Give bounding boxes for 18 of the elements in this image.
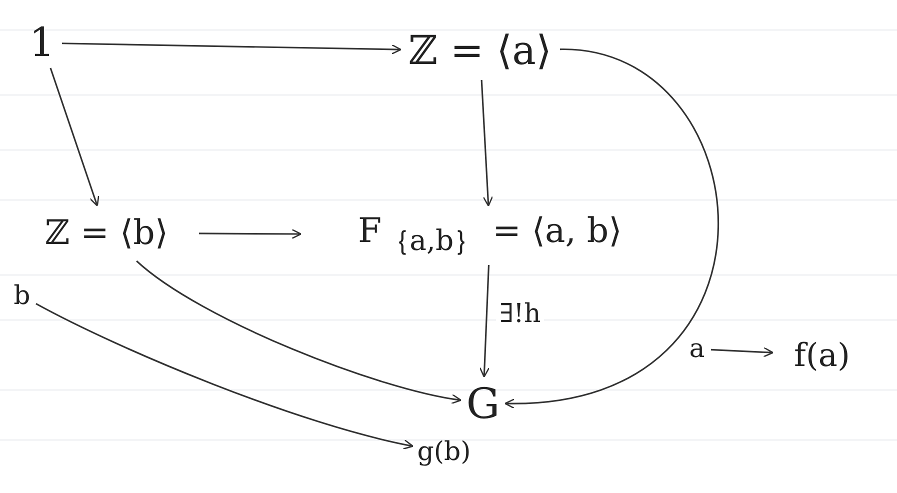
arrow: [62, 42, 402, 55]
arrow: [504, 48, 719, 408]
arrow: [710, 347, 774, 358]
arrow: [480, 80, 494, 207]
number-label: 1: [29, 20, 55, 66]
arrow: [136, 260, 462, 404]
arrow: [50, 68, 100, 207]
arrow: [199, 228, 302, 240]
element-label: a: [689, 334, 705, 364]
image-label: g(b): [417, 437, 471, 467]
equation-label: F$_{｛a,b｝}$ = ⟨a, b⟩: [358, 210, 622, 258]
image-label: f(a): [794, 336, 850, 374]
arrow: [36, 303, 414, 450]
equation-label: ℤ = ⟨b⟩: [44, 213, 168, 253]
group-label: G: [466, 378, 500, 428]
equation-label: ℤ = ⟨a⟩: [408, 28, 552, 74]
arrow: [479, 264, 490, 378]
element-label: b: [14, 281, 30, 311]
